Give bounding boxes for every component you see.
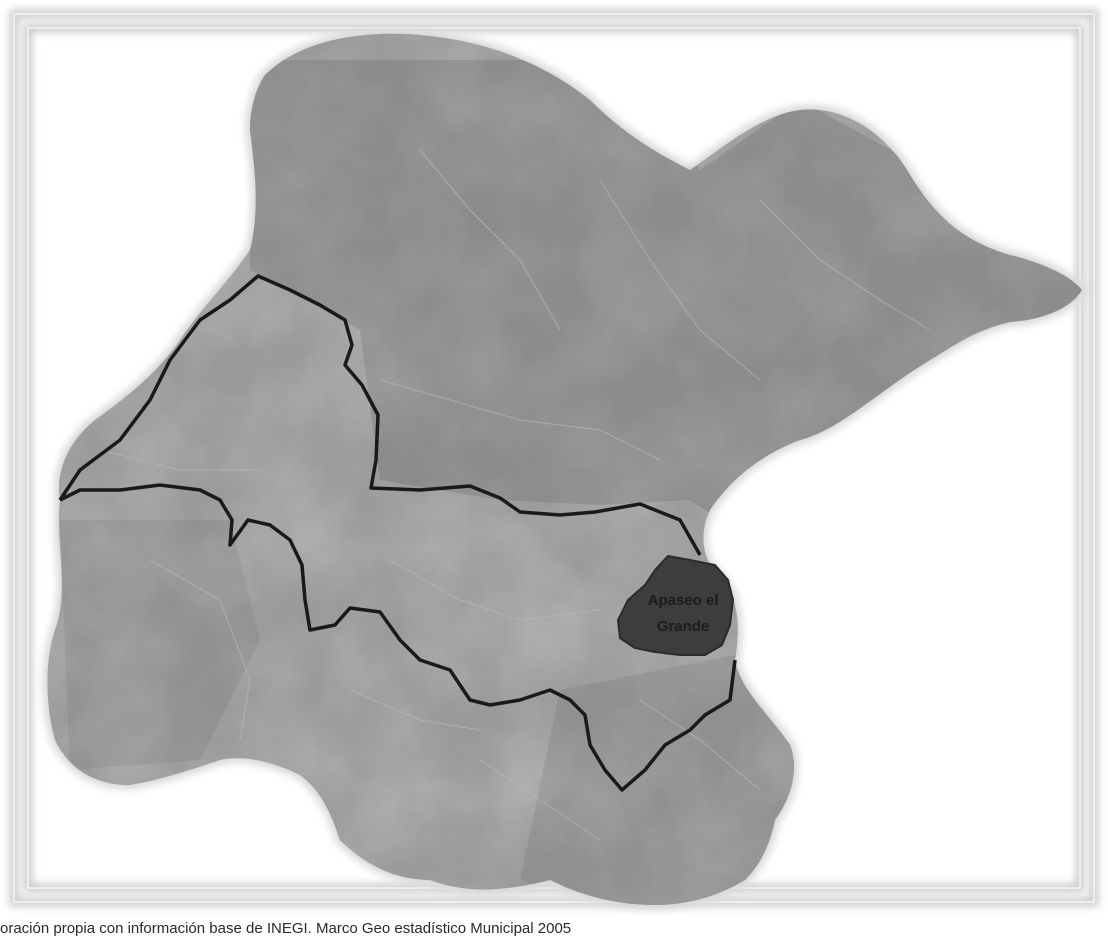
- municipal-boundaries: [99, 149, 931, 841]
- highlighted-municipality: [616, 554, 735, 656]
- map-border-frame: [9, 9, 1099, 907]
- map-frame: [9, 9, 1099, 911]
- source-caption: oración propia con información base de I…: [0, 920, 572, 937]
- highlighted-municipality-label: Apaseo el Grande: [647, 592, 719, 635]
- state-territory: [42, 28, 1089, 911]
- region-boundary: [58, 274, 737, 792]
- map-canvas: [9, 9, 1099, 911]
